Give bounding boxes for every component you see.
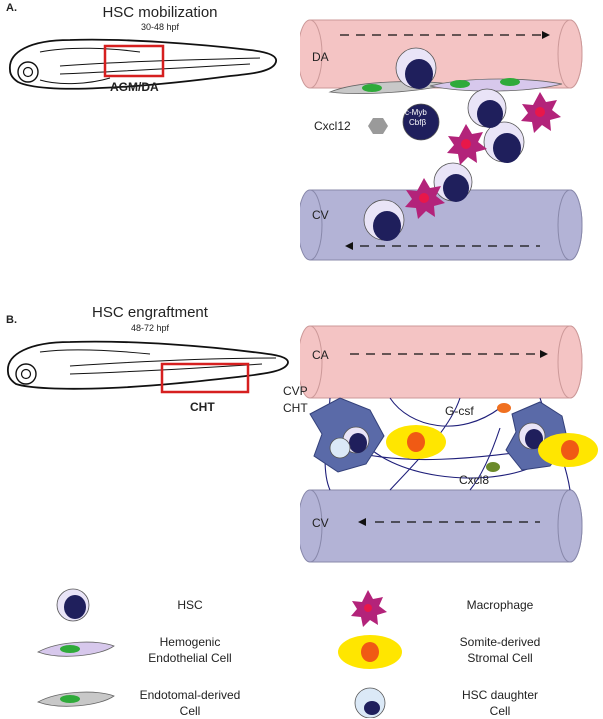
legend-daughter-2: Cell [489,704,511,718]
panel-b-vessels [300,325,598,563]
panel-b-zebrafish [7,340,289,394]
panel-b-letter: B. [6,314,17,326]
legend-hsc: HSC [177,598,203,612]
panel-a-region-label: AGM/DA [110,80,159,94]
panel-b-niche-label-2: CHT [283,401,308,415]
panel-b-cxcl8-label: Cxcl8 [459,473,490,487]
panel-b-title: HSC engraftment [92,304,208,321]
panel-a-letter: A. [6,2,17,14]
panel-a-zebrafish [9,38,277,90]
panel-a-artery-label: DA [312,50,329,64]
legend-stromal-1: Somite-derived [459,635,541,649]
panel-a-subtitle: 30-48 hpf [140,22,180,32]
legend-endotomal-2: Cell [179,704,201,718]
legend-stromal-2: Stromal Cell [467,651,533,665]
panel-a-cbfb-label: Cbfβ [409,118,427,127]
panel-a-vein-label: CV [312,208,329,222]
legend-symbols [37,588,402,718]
panel-b-artery-label: CA [312,348,329,362]
panel-a-vessels [300,19,583,261]
panel-a-cmyb-label: c-Myb [405,108,427,117]
legend-hemogenic-2: Endothelial Cell [148,651,232,665]
panel-b-region-label: CHT [190,400,215,414]
legend-endotomal-1: Endotomal-derived [139,688,241,702]
legend-daughter-1: HSC daughter [461,688,539,702]
panel-a-title: HSC mobilization [102,4,218,21]
panel-a-cxcl12-label: Cxcl12 [314,119,351,133]
panel-b-niche-label-1: CVP [283,384,308,398]
legend-macrophage: Macrophage [466,598,534,612]
panel-b-subtitle: 48-72 hpf [130,323,170,333]
panel-b-vein-label: CV [312,516,329,530]
legend-hemogenic-1: Hemogenic [159,635,221,649]
panel-b-gcsf-label: G-csf [445,404,474,418]
